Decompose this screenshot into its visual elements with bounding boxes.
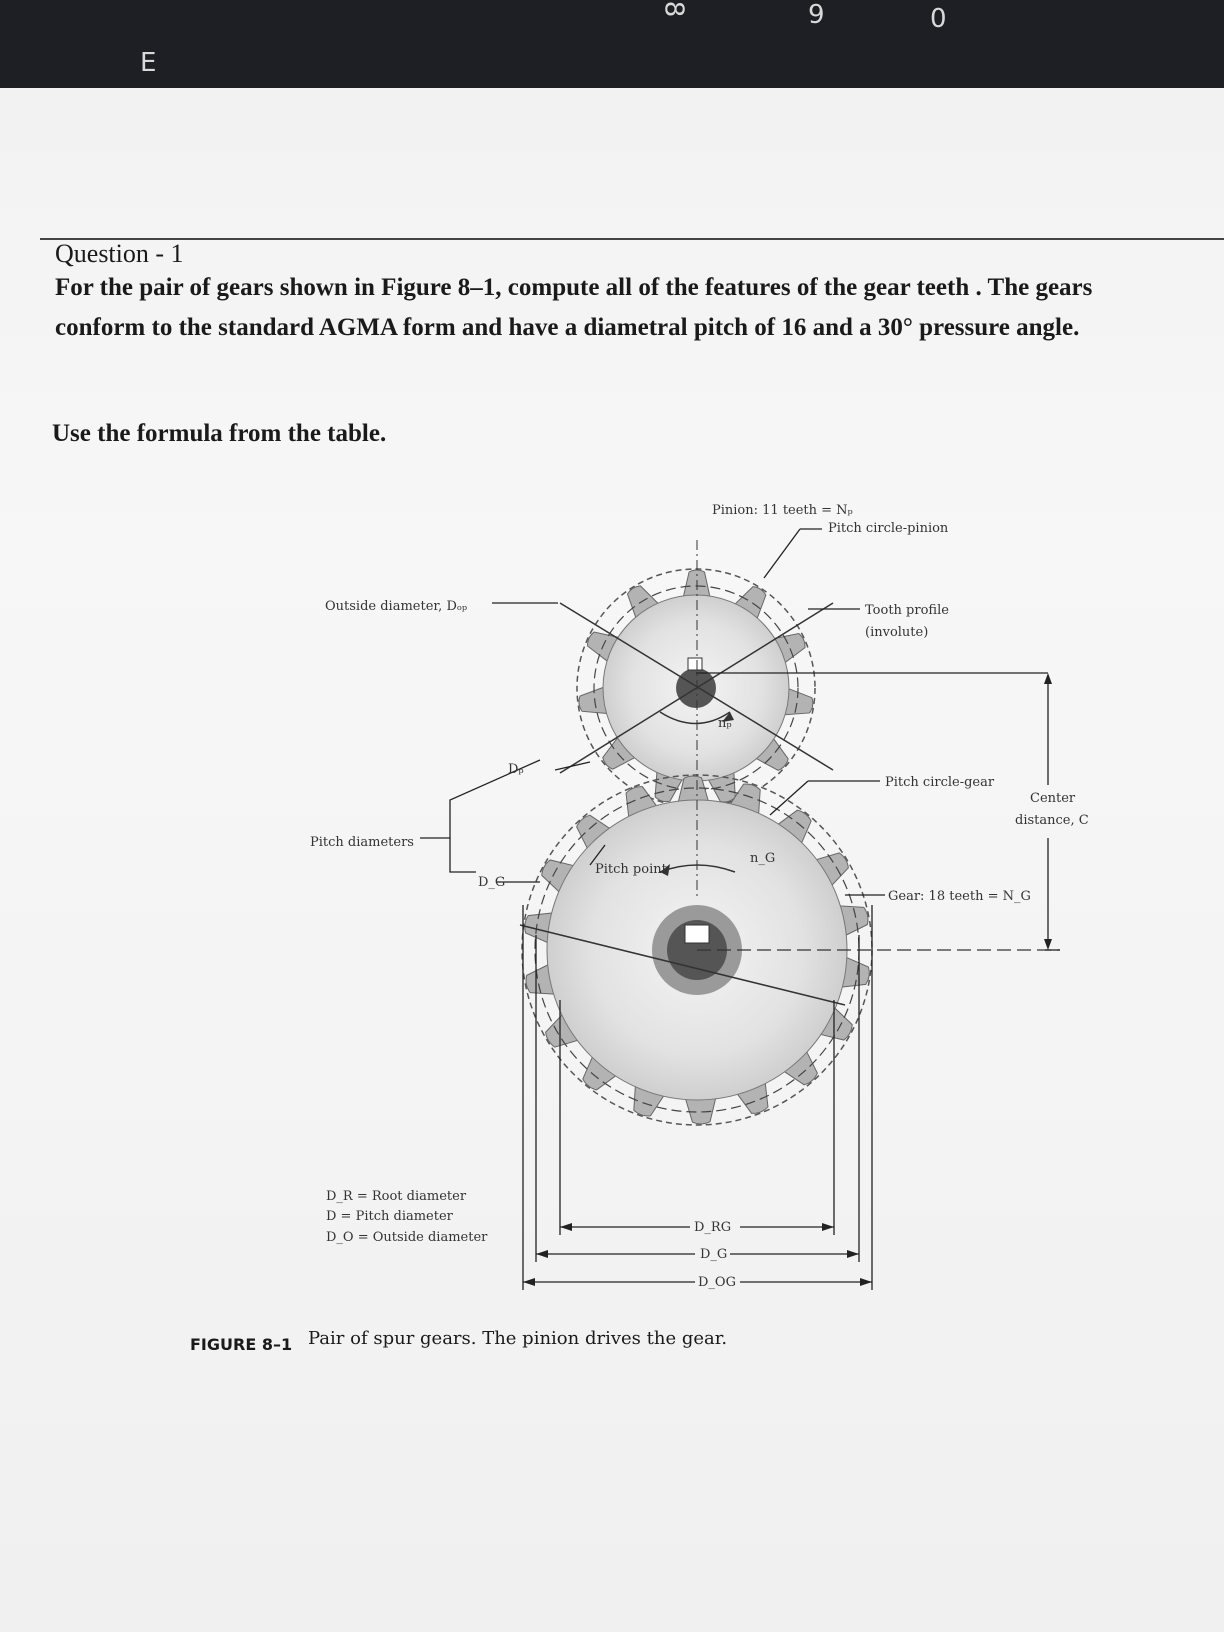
gear-tooth xyxy=(582,1052,620,1091)
label-tooth-profile-2: (involute) xyxy=(865,625,928,640)
pinion-tooth xyxy=(602,733,639,770)
pinion-key xyxy=(687,657,703,671)
label-pitch-circle-gear: Pitch circle-gear xyxy=(885,775,995,790)
label-dg-bottom: D_G xyxy=(700,1247,727,1262)
gear-tooth xyxy=(676,775,711,806)
label-outside-diameter: Outside diameter, Dₒₚ xyxy=(325,599,467,614)
dp-leader xyxy=(554,761,591,771)
label-pitch-circle-pinion: Pitch circle-pinion xyxy=(828,521,949,536)
label-drg: D_RG xyxy=(694,1220,731,1235)
label-dog: D_OG xyxy=(698,1275,736,1290)
pinion-rotation-arrow xyxy=(659,711,731,725)
question-body: For the pair of gears shown in Figure 8–… xyxy=(55,274,1093,341)
gear-tooth xyxy=(683,1094,718,1125)
bottom-dimension-arrowheads xyxy=(523,1223,872,1286)
leader-lines xyxy=(420,528,1060,951)
label-tooth-profile-1: Tooth profile xyxy=(865,603,949,618)
center-distance-arrowhead-top xyxy=(1044,673,1052,684)
pinion-rotation-arrowhead xyxy=(722,712,734,722)
pinion-tooth xyxy=(731,586,767,623)
gear-tooth xyxy=(545,1011,583,1048)
label-gear: Gear: 18 teeth = N_G xyxy=(888,889,1031,904)
label-dp: Dₚ xyxy=(508,762,524,777)
pinion-gear xyxy=(559,568,834,808)
pitch-point-leader xyxy=(589,844,606,866)
label-pitch-diameters: Pitch diameters xyxy=(310,835,414,850)
gear-tooth xyxy=(774,809,812,848)
key-9: 9 xyxy=(808,0,825,30)
label-legend-root: D_R = Root diameter xyxy=(326,1189,467,1204)
gear-diameter-line xyxy=(519,924,846,1006)
label-legend-pitch: D = Pitch diameter xyxy=(326,1209,454,1224)
key-0: 0 xyxy=(930,4,947,34)
question-title: Question - 1 xyxy=(55,239,184,268)
key-e: E xyxy=(140,48,157,78)
gear-tooth xyxy=(780,1047,818,1086)
pitch-circle-gear-leader xyxy=(769,780,809,816)
gear-tooth xyxy=(811,852,849,889)
label-np: nₚ xyxy=(718,716,732,731)
pinion-tooth xyxy=(752,734,789,771)
label-dg: D_G xyxy=(478,875,505,890)
pinion-outside-circle xyxy=(576,568,816,808)
instruction-text: Use the formula from the table. xyxy=(52,420,387,447)
question-block: Question - 1 For the pair of gears shown… xyxy=(55,240,1185,348)
gear-key xyxy=(684,924,710,944)
label-pinion: Pinion: 11 teeth = Nₚ xyxy=(712,503,853,518)
center-distance-arrowhead-bottom xyxy=(1044,939,1052,950)
page-rule xyxy=(40,238,1224,240)
label-pitch-point: Pitch point xyxy=(595,862,668,877)
gear-rotation-arrowhead xyxy=(660,864,670,876)
figure-caption-label: FIGURE 8–1 xyxy=(190,1335,292,1354)
pitch-circle-pinion-leader xyxy=(763,528,801,579)
gear-tooth xyxy=(541,859,579,896)
label-legend-outside: D_O = Outside diameter xyxy=(326,1230,488,1245)
pitch-diameters-lower-leader xyxy=(449,838,476,873)
bottom-dimension-lines xyxy=(522,905,873,1290)
driven-gear xyxy=(519,774,1060,1126)
pitch-diameters-upper-leader xyxy=(420,759,541,839)
figure-caption-text: Pair of spur gears. The pinion drives th… xyxy=(308,1328,727,1349)
label-center-distance-2: distance, C xyxy=(1015,813,1089,828)
label-center-distance-1: Center xyxy=(1030,791,1076,806)
gear-tooth xyxy=(576,814,614,853)
label-ng: n_G xyxy=(750,851,775,866)
pinion-tooth xyxy=(626,585,662,622)
